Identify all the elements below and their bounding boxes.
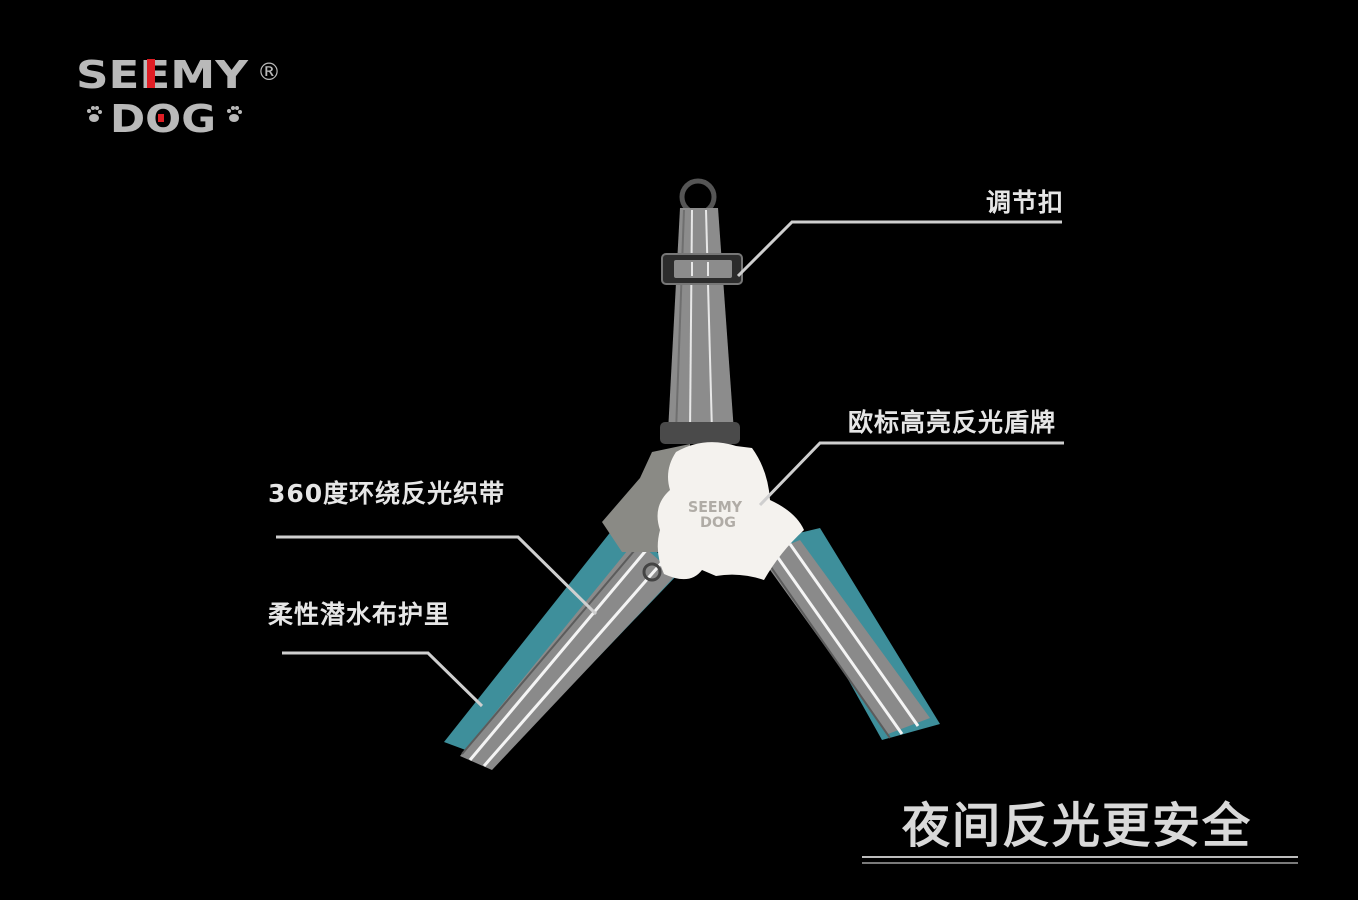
neck-strap — [668, 208, 734, 433]
plate-brand-line1: SEEMY — [688, 498, 743, 516]
left-leg-strap — [444, 520, 680, 770]
tagline-rule-top — [862, 856, 1298, 858]
side-clip — [660, 422, 740, 444]
callout-buckle: 调节扣 — [986, 188, 1065, 217]
leader-line-shield — [758, 441, 1064, 507]
brand-line1: SEEMY — [76, 53, 249, 97]
tagline-rule-bottom — [862, 862, 1298, 864]
brand-accent-e — [147, 59, 155, 88]
registered-mark: ® — [257, 58, 281, 86]
paw-icon — [227, 106, 242, 122]
callout-webbing: 360度环绕反光织带 — [268, 479, 506, 508]
leader-line-buckle — [736, 220, 1062, 278]
plate-ring — [642, 562, 662, 582]
brand-logo: SEEMY ® DOG — [76, 53, 281, 138]
leader-line-webbing — [276, 535, 598, 616]
paw-icon — [87, 106, 102, 122]
callout-shield: 欧标高亮反光盾牌 — [848, 408, 1057, 437]
adjust-buckle — [661, 253, 743, 285]
reflective-shield-plate — [657, 442, 804, 580]
callout-lining: 柔性潜水布护里 — [268, 600, 451, 629]
right-leg-strap — [760, 528, 940, 740]
plate-brand-line2: DOG — [700, 515, 736, 531]
tagline: 夜间反光更安全 — [902, 798, 1253, 854]
brand-accent-o — [158, 114, 164, 122]
leader-line-lining — [282, 651, 484, 708]
